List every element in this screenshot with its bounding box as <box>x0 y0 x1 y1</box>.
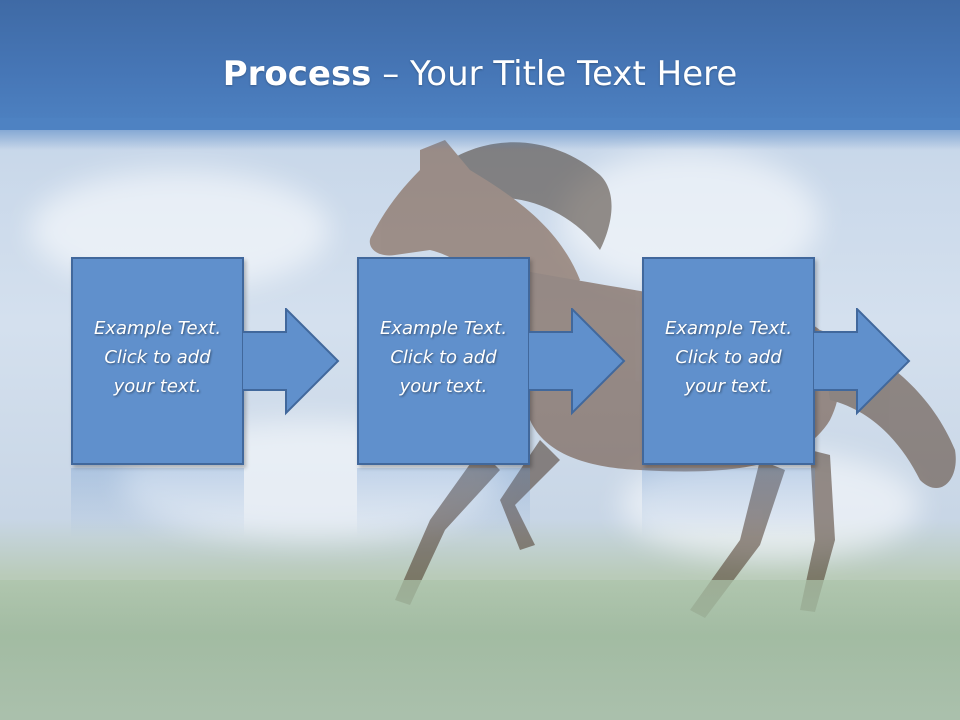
step-reflection <box>642 468 815 538</box>
step-text: Example Text. Click to add your text. <box>664 318 793 397</box>
title-bold: Process <box>222 54 372 94</box>
title-rest: – Your Title Text Here <box>371 54 738 94</box>
step-reflection <box>71 468 244 538</box>
arrow-right-icon <box>528 308 626 416</box>
process-step-2[interactable]: Example Text. Click to add your text. <box>357 257 530 465</box>
grass-field <box>0 580 960 720</box>
arrow-right-icon <box>242 308 340 416</box>
step-text: Example Text. Click to add your text. <box>93 318 222 397</box>
arrow-right-icon <box>813 308 911 416</box>
slide-title[interactable]: Process – Your Title Text Here <box>0 52 960 96</box>
step-text: Example Text. Click to add your text. <box>379 318 508 397</box>
process-step-1[interactable]: Example Text. Click to add your text. <box>71 257 244 465</box>
header-bar <box>0 0 960 130</box>
step-reflection <box>357 468 530 538</box>
process-step-3[interactable]: Example Text. Click to add your text. <box>642 257 815 465</box>
header-fade <box>0 118 960 150</box>
